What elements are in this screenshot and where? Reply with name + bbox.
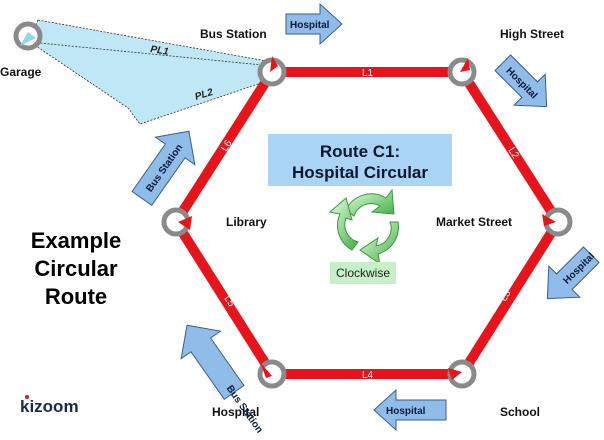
stop-label-library: Library (226, 215, 267, 229)
clockwise-label: Clockwise (336, 266, 390, 280)
positioning-links: PL1 PL2 (29, 19, 273, 125)
route-title-line1: Route C1: (320, 142, 400, 161)
garage-pointer (20, 32, 36, 46)
direction-tick (542, 214, 556, 226)
stop-label-hospital: Hospital (212, 405, 259, 419)
route-link-l2 (457, 69, 563, 225)
stop-school[interactable] (447, 359, 477, 389)
route-link-l3 (457, 219, 563, 377)
stop-hospital[interactable] (257, 359, 287, 389)
clockwise-badge: Clockwise (330, 262, 396, 284)
stop-label-bus-station: Bus Station (200, 27, 267, 41)
destination-arrow-upper-right: Hospital (494, 54, 548, 108)
destination-arrow-top: Hospital (285, 2, 343, 46)
stop-ring (257, 359, 287, 389)
clockwise-cycle-icon (328, 188, 399, 266)
route-hexagon: L1 L2 L3 L4 L5 L6 (171, 67, 563, 381)
kizoom-logo: kizoom (20, 395, 79, 416)
route-link-l5 (171, 219, 277, 377)
positioning-link-pl2 (29, 41, 273, 125)
arrow-label: Hospital (290, 20, 330, 31)
direction-tick (260, 362, 272, 378)
stop-high-street[interactable] (447, 57, 477, 87)
l1-label: L1 (362, 68, 374, 79)
diagram-title: Example Circular Route (31, 228, 122, 309)
stop-bus-station[interactable] (257, 56, 287, 87)
route-title-box: Route C1: Hospital Circular (268, 134, 452, 186)
stop-market-street[interactable] (542, 207, 573, 237)
title-line3: Route (45, 284, 107, 309)
stop-label-high-street: High Street (500, 27, 564, 41)
stop-library[interactable] (161, 207, 192, 237)
pl1-label: PL1 (150, 44, 170, 58)
logo-dot (25, 395, 29, 399)
direction-tick (270, 56, 278, 72)
stop-label-school: School (500, 405, 540, 419)
l4-label: L4 (362, 370, 374, 381)
logo-text: kizoom (20, 397, 79, 416)
stop-label-garage: Garage (0, 65, 42, 79)
route-link-l6 (171, 69, 277, 225)
stop-ring (447, 57, 477, 87)
title-line1: Example (31, 228, 122, 253)
direction-tick (460, 58, 470, 72)
title-line2: Circular (34, 256, 118, 281)
stop-label-market-street: Market Street (436, 215, 512, 229)
direction-tick (448, 368, 462, 380)
arrow-label: Hospital (386, 406, 426, 417)
route-title-line2: Hospital Circular (292, 163, 428, 182)
direction-tick (178, 216, 192, 230)
destination-arrow-lower-right: Hospital (546, 246, 600, 300)
destination-arrow-bottom: Hospital (373, 388, 447, 432)
stop-garage[interactable] (13, 21, 43, 51)
pl2-label: PL2 (194, 87, 215, 103)
